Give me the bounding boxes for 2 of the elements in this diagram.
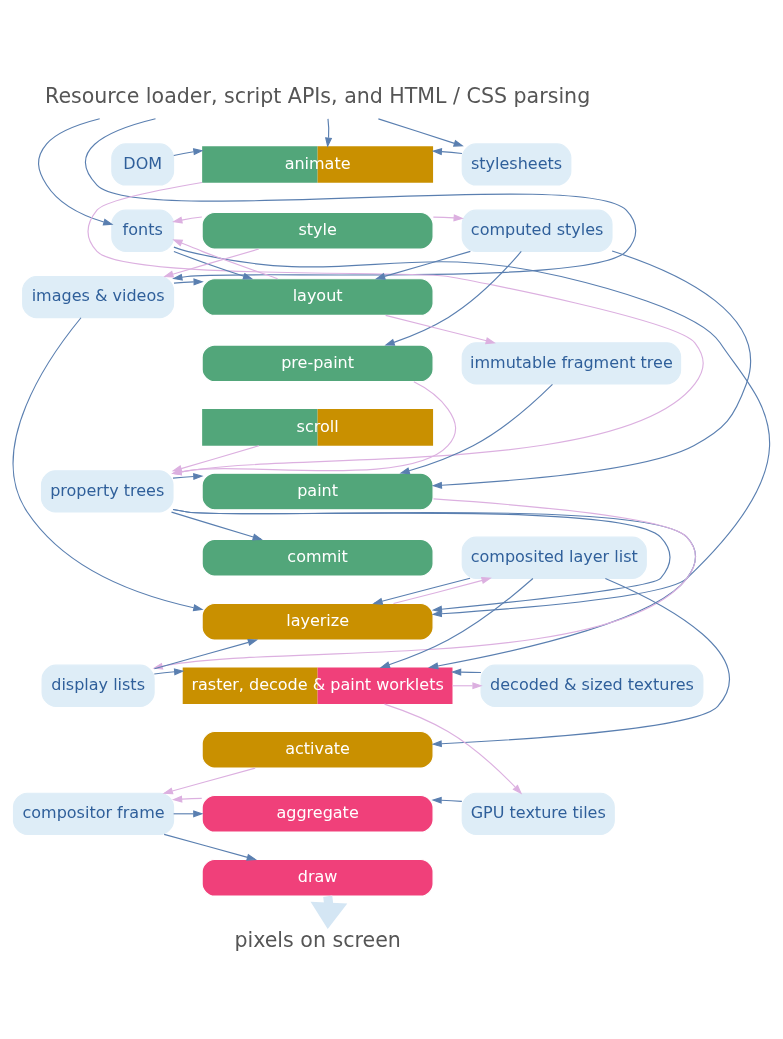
node-text: pixels on screen — [234, 927, 401, 952]
node-text: Resource loader, script APIs, and HTML / CSS parsing — [45, 83, 591, 108]
